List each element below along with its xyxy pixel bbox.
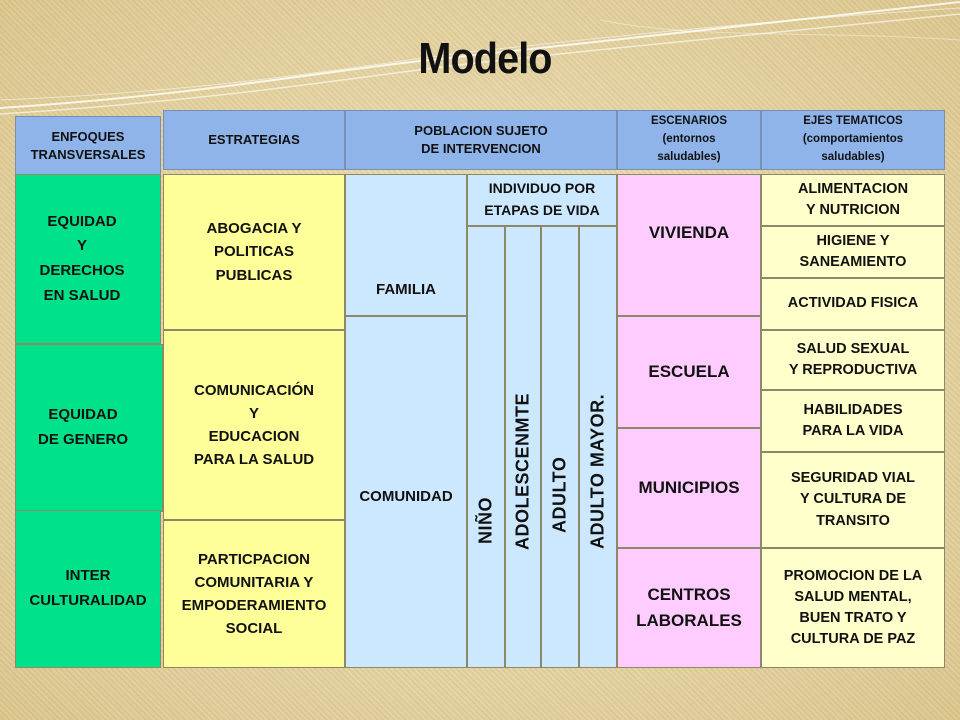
escenario-municipios: MUNICIPIOS — [617, 428, 761, 548]
eje-salud-sexual: SALUD SEXUAL Y REPRODUCTIVA — [761, 330, 945, 390]
poblacion-familia: FAMILIA — [345, 174, 467, 316]
etapa-adulto: ADULTO — [541, 226, 579, 668]
enfoque-interculturalidad: INTER CULTURALIDAD — [15, 510, 161, 668]
escenario-centros-laborales: CENTROS LABORALES — [617, 548, 761, 668]
eje-higiene: HIGIENE Y SANEAMIENTO — [761, 226, 945, 278]
enfoque-equidad-genero: EQUIDAD DE GENERO — [15, 344, 163, 512]
etapa-nino: NIÑO — [467, 226, 505, 668]
poblacion-comunidad: COMUNIDAD — [345, 316, 467, 668]
etapa-adolescente: ADOLESCENMTE — [505, 226, 541, 668]
estrategia-abogacia: ABOGACIA Y POLITICAS PUBLICAS — [163, 174, 345, 330]
header-poblacion: POBLACION SUJETO DE INTERVENCION — [345, 110, 617, 170]
escenario-escuela: ESCUELA — [617, 316, 761, 428]
page-title: Modelo — [418, 34, 552, 83]
header-escenarios: ESCENARIOS (entornos saludables) — [617, 110, 761, 170]
eje-seguridad-vial: SEGURIDAD VIAL Y CULTURA DE TRANSITO — [761, 452, 945, 548]
eje-promocion-salud-mental: PROMOCION DE LA SALUD MENTAL, BUEN TRATO… — [761, 548, 945, 668]
escenario-vivienda: VIVIENDA — [617, 174, 761, 316]
model-matrix: ENFOQUES TRANSVERSALES ESTRATEGIAS POBLA… — [15, 110, 945, 668]
header-estrategias: ESTRATEGIAS — [163, 110, 345, 170]
eje-actividad-fisica: ACTIVIDAD FISICA — [761, 278, 945, 330]
poblacion-individuo: INDIVIDUO POR ETAPAS DE VIDA — [467, 174, 617, 226]
header-ejes: EJES TEMATICOS (comportamientos saludabl… — [761, 110, 945, 170]
header-enfoques: ENFOQUES TRANSVERSALES — [15, 116, 161, 176]
estrategia-participacion: PARTICPACION COMUNITARIA Y EMPODERAMIENT… — [163, 520, 345, 668]
eje-habilidades: HABILIDADES PARA LA VIDA — [761, 390, 945, 452]
etapa-adulto-mayor: ADULTO MAYOR. — [579, 226, 617, 668]
estrategia-comunicacion: COMUNICACIÓN Y EDUCACION PARA LA SALUD — [163, 330, 345, 520]
enfoque-equidad-derechos: EQUIDAD Y DERECHOS EN SALUD — [15, 174, 161, 344]
eje-alimentacion: ALIMENTACION Y NUTRICION — [761, 174, 945, 226]
